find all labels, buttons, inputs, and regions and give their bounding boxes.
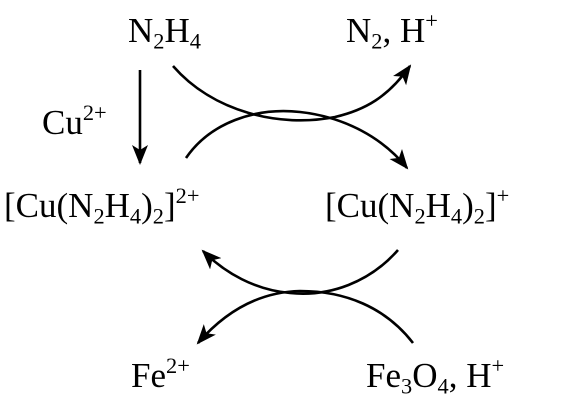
hydrazine-label: N2H4: [128, 11, 201, 54]
magnetite-label: Fe3O4, H+: [366, 353, 505, 399]
curved-arrow-magnetite-to-iron-ion-icon: [196, 289, 415, 345]
curved-arrow-cu1-complex-to-cu2-complex-icon: [201, 249, 399, 295]
curved-arrow-hydrazine-to-products-icon: [172, 64, 412, 122]
products-top-label: N2, H+: [346, 8, 438, 54]
iron-ion-label: Fe2+: [131, 353, 190, 395]
curved-arrow-cu2-complex-to-cu1-complex-icon: [184, 109, 409, 170]
copper-ii-complex-label: [Cu(N2H4)2]2+: [4, 183, 200, 229]
copper-i-complex-label: [Cu(N2H4)2]+: [325, 183, 510, 229]
copper-ion-label: Cu2+: [42, 100, 107, 142]
